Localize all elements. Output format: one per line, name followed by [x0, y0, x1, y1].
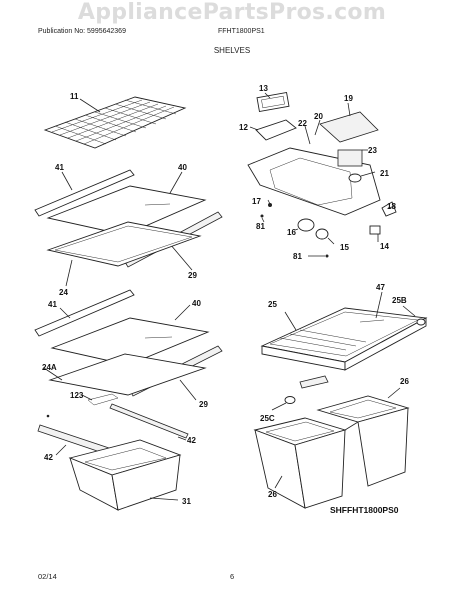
socket-16 — [297, 218, 315, 232]
callout-13: 13 — [259, 84, 268, 93]
callout-18: 18 — [387, 202, 396, 211]
callout-21: 21 — [380, 169, 389, 178]
housing-cover-12 — [255, 119, 297, 141]
callout-42-right: 42 — [187, 436, 196, 445]
glass-shelf-lower — [50, 317, 210, 366]
control-board-23 — [337, 149, 363, 167]
model-number: FFHT1800PS1 — [218, 28, 265, 35]
section-title: SHELVES — [213, 46, 251, 55]
crisper-drawer-26-right — [316, 395, 410, 487]
page-number: 6 — [230, 572, 235, 581]
callout-31: 31 — [182, 497, 191, 506]
clip-25c — [284, 396, 296, 404]
crisper-drawer-26-left — [253, 417, 347, 509]
callout-14: 14 — [380, 242, 389, 251]
thermostat-21 — [348, 173, 362, 183]
callout-16: 16 — [287, 228, 296, 237]
callout-26-left: 26 — [268, 490, 277, 499]
callout-41-upper: 41 — [55, 163, 64, 172]
shelf-frame-lower — [48, 353, 207, 396]
slide-rail-right — [109, 403, 189, 439]
shelf-frame-upper — [46, 221, 202, 267]
publication-number: Publication No: 5995642369 — [38, 28, 126, 35]
callout-81-upper: 81 — [256, 222, 265, 231]
callout-20: 20 — [314, 112, 323, 121]
callout-29-upper: 29 — [188, 271, 197, 280]
callout-11: 11 — [70, 92, 79, 101]
footer-date: 02/14 — [38, 572, 57, 581]
glass-shelf-upper — [46, 185, 207, 236]
switch-14 — [369, 225, 381, 235]
crisper-cover-25 — [260, 307, 428, 371]
callout-24: 24 — [59, 288, 68, 297]
light-lens-13 — [256, 91, 290, 113]
callout-123: 123 — [70, 391, 84, 400]
callout-40-lower: 40 — [192, 299, 201, 308]
light-bulb-15 — [315, 228, 329, 240]
callout-26-right: 26 — [400, 377, 409, 386]
clip-25b — [416, 318, 426, 326]
callout-40-upper: 40 — [178, 163, 187, 172]
callout-15: 15 — [340, 243, 349, 252]
callout-81-lower: 81 — [293, 252, 302, 261]
callout-25: 25 — [268, 300, 277, 309]
callout-22: 22 — [298, 119, 307, 128]
callout-25c: 25C — [260, 414, 275, 423]
diagram-code: SHFFHT1800PS0 — [330, 505, 399, 515]
support-25 — [299, 375, 329, 389]
shelf-trim-upper — [34, 169, 135, 217]
callout-42-left: 42 — [44, 453, 53, 462]
callout-47: 47 — [376, 283, 385, 292]
callout-12: 12 — [239, 123, 248, 132]
crisper-drawer-31 — [68, 439, 182, 511]
callout-24a: 24A — [42, 363, 57, 372]
callout-25b: 25B — [392, 296, 407, 305]
callout-19: 19 — [344, 94, 353, 103]
evaporator-cover-19 — [319, 111, 379, 143]
callout-23: 23 — [368, 146, 377, 155]
callout-41-lower: 41 — [48, 300, 57, 309]
callout-29-lower: 29 — [199, 400, 208, 409]
damper-18 — [381, 201, 397, 217]
shelf-trim-lower — [34, 289, 135, 337]
watermark: AppliancePartsPros.com — [77, 0, 387, 25]
wire-shelf — [43, 96, 187, 149]
callout-17: 17 — [252, 197, 261, 206]
